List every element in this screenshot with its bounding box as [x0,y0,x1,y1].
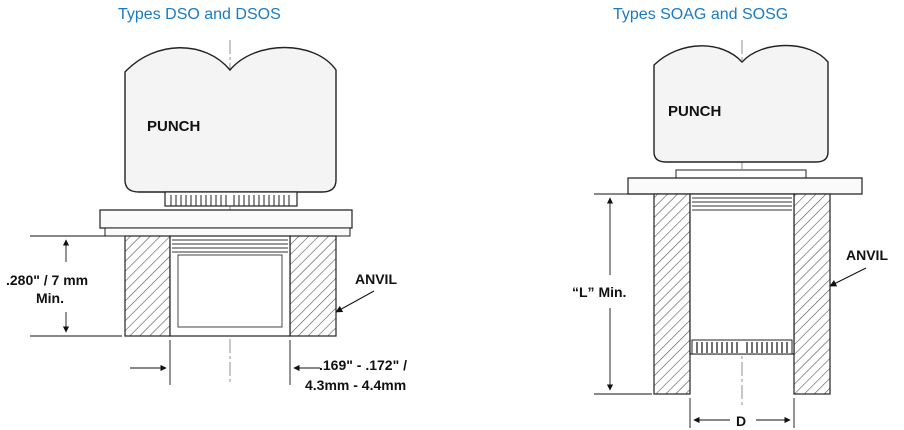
right-anvil-leader [829,267,867,287]
left-width-label-line2: 4.3mm - 4.4mm [305,377,406,393]
right-thread-lines [692,197,792,211]
right-fastener-head [675,169,807,179]
left-punch [124,46,337,193]
left-anvil-label: ANVIL [355,271,397,287]
left-anvil-leader [335,290,375,313]
right-length-label: “L” Min. [572,284,626,300]
left-height-label-line2: Min. [36,290,64,306]
left-anvil-wall-left [124,235,171,337]
right-anvil-label: ANVIL [846,247,888,263]
left-knurl-lines [170,195,290,206]
left-punch-label: PUNCH [147,118,200,135]
left-width-label-line1: .169" - .172" / [319,357,407,373]
right-sheet [627,177,863,195]
right-punch [653,44,829,163]
left-sheet [99,209,353,229]
right-diagram: “L” Min. ANVIL D PUNCH [572,40,888,429]
right-diagram-title: Types SOAG and SOSG [613,6,789,23]
left-diagram: .280" / 7 mm Min. ANVIL .169" - .172" / … [6,40,407,393]
right-punch-label: PUNCH [668,103,721,120]
left-diagram-title: Types DSO and DSOS [118,6,281,23]
left-anvil-wall-right [289,235,337,337]
left-height-dimension [30,235,122,337]
right-length-dimension [594,193,652,395]
right-anvil-wall-left [653,193,691,395]
right-diameter-label: D [736,413,746,429]
left-height-label-line1: .280" / 7 mm [6,272,88,288]
left-sheet-neck [104,227,351,237]
left-thread-lines [172,239,288,253]
left-fastener-body [169,235,291,337]
right-knurl-lines [696,342,788,353]
left-fastener-bore [177,254,283,328]
left-width-dimension [130,340,320,385]
right-anvil-wall-right [793,193,831,395]
left-knurled-head [164,191,298,207]
right-diameter-dimension [689,398,795,428]
right-fastener-body [689,193,795,355]
